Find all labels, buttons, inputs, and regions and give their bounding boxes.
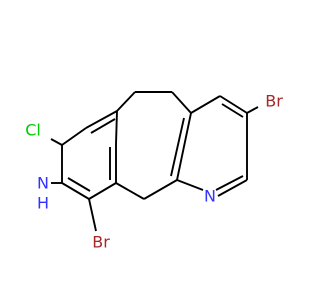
bond (115, 182, 145, 200)
bond (171, 91, 192, 114)
atom-labels: Cl N H H Br N Br (25, 92, 283, 252)
bond (90, 118, 116, 134)
pyridine-nitrogen-label: N (204, 187, 216, 206)
bromine-bottom-label: Br (92, 233, 110, 252)
bond (246, 106, 259, 114)
bond (115, 110, 118, 145)
bond (215, 175, 244, 191)
bond-lines (50, 91, 259, 232)
bromine-top-label: Br (265, 92, 283, 111)
bond (143, 179, 178, 200)
bond (217, 179, 248, 197)
chlorine-label: Cl (25, 121, 41, 140)
bond (50, 138, 63, 146)
bond (67, 177, 91, 192)
bond (85, 110, 118, 129)
bond (170, 117, 185, 177)
bond (88, 198, 97, 232)
bond (88, 182, 117, 200)
nh2-hydrogen-label: H (37, 194, 49, 213)
nh2-nitrogen-label: N (37, 174, 49, 193)
bond (190, 95, 221, 114)
bond (176, 179, 204, 191)
bond (61, 182, 90, 200)
bond (221, 103, 244, 118)
bond (116, 91, 136, 112)
chemical-structure: Cl N H H Br N Br (25, 91, 283, 252)
bond (176, 112, 192, 181)
bond (61, 127, 87, 146)
bond (219, 95, 248, 114)
